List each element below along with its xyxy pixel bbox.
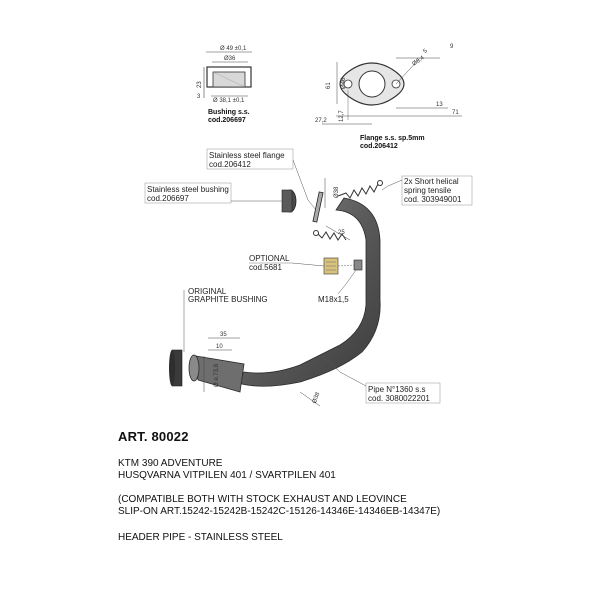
- product-line: HEADER PIPE - STAINLESS STEEL: [118, 532, 283, 543]
- model-line-1: KTM 390 ADVENTURE: [118, 458, 223, 469]
- svg-text:Stainless steel bushing: Stainless steel bushing: [147, 185, 229, 194]
- callout-optional: OPTIONAL cod.5681: [249, 254, 325, 272]
- svg-text:GRAPHITE BUSHING: GRAPHITE BUSHING: [188, 295, 268, 304]
- flange-name: Flange s.s. sp.5mm: [360, 135, 425, 142]
- dim-d738: Ø e.73,8: [214, 363, 220, 387]
- svg-text:cod.5681: cod.5681: [249, 263, 282, 272]
- bushing-height-dim: 23: [197, 81, 203, 88]
- graphite-bushing: [169, 349, 183, 387]
- svg-text:spring tensile: spring tensile: [404, 186, 452, 195]
- svg-text:OPTIONAL: OPTIONAL: [249, 254, 290, 263]
- flange-width-dim: 71: [452, 110, 459, 116]
- bushing-step-dim: 3: [197, 94, 201, 100]
- callout-flange: Stainless steel flange cod.206412: [206, 148, 317, 211]
- pipe-bushing: [281, 189, 297, 213]
- flange-holes-span-dim: 9: [450, 44, 454, 50]
- flange-hole-dim: Ø8,4: [411, 55, 426, 68]
- bushing-code: cod.206697: [208, 117, 246, 124]
- compat-line-2: SLIP-ON ART.15242-15242B-15242C-15126-14…: [118, 506, 441, 517]
- pipe-cone: [195, 355, 245, 393]
- article-number: ART. 80022: [118, 429, 189, 444]
- flange-slot-dim: 13: [436, 102, 443, 108]
- svg-text:cod.206697: cod.206697: [147, 194, 189, 203]
- compat-line-1: (COMPATIBLE BOTH WITH STOCK EXHAUST AND …: [118, 494, 407, 505]
- svg-text:cod.206412: cod.206412: [209, 160, 251, 169]
- product-description: HEADER PIPE - STAINLESS STEEL: [118, 532, 283, 544]
- svg-text:cod. 303949001: cod. 303949001: [404, 195, 462, 204]
- pipe-body: [237, 197, 381, 387]
- flange-inner-dim: Ø46: [341, 77, 347, 89]
- optional-sensor: [323, 257, 363, 275]
- dim-10: 10: [216, 344, 223, 350]
- bushing-outer-dim: Ø 49 ±0,1: [220, 46, 247, 52]
- pipe-dimensions: Ø38 25 35 10 Ø e.73,8 Ø38: [203, 178, 351, 407]
- svg-text:M18x1,5: M18x1,5: [318, 295, 349, 304]
- callout-bushing: Stainless steel bushing cod.206697: [144, 182, 282, 204]
- callout-springs: 2x Short helical spring tensile cod. 303…: [381, 175, 473, 206]
- bushing-inner-dim: Ø36: [224, 56, 236, 62]
- flange-detail: Ø8,4 5 9 61 Ø46 12,7 13 71 27,2 Flange s…: [315, 44, 462, 150]
- model-line-2: HUSQVARNA VITPILEN 401 / SVARTPILEN 401: [118, 470, 336, 481]
- dim-d38-top: Ø38: [334, 186, 340, 198]
- dim-25: 25: [338, 230, 345, 236]
- compatibility-note: (COMPATIBLE BOTH WITH STOCK EXHAUST AND …: [118, 494, 440, 518]
- flange-code: cod.206412: [360, 143, 398, 150]
- spring-upper: [337, 180, 383, 199]
- model-list: KTM 390 ADVENTURE HUSQVARNA VITPILEN 401…: [118, 458, 336, 482]
- callout-graphite: ORIGINAL GRAPHITE BUSHING: [183, 287, 268, 352]
- bushing-name: Bushing s.s.: [208, 109, 250, 116]
- flange-edge-dim: 5: [422, 48, 429, 55]
- svg-text:2x Short helical: 2x Short helical: [404, 177, 459, 186]
- flange-overall-dim: 27,2: [315, 118, 327, 124]
- svg-text:Stainless steel flange: Stainless steel flange: [209, 151, 285, 160]
- svg-text:cod. 3080022201: cod. 3080022201: [368, 394, 430, 403]
- header-pipe-assembly: [169, 180, 383, 393]
- callout-pipe: Pipe N°1360 s.s cod. 3080022201: [321, 355, 441, 404]
- bushing-bore-dim: Ø 38,1 ±0,1: [213, 98, 245, 104]
- bushing-detail: Ø 49 ±0,1 Ø36 23 3 Ø 38,1 ±0,1 Bushing s…: [197, 46, 252, 124]
- dim-35: 35: [220, 332, 227, 338]
- svg-text:ORIGINAL: ORIGINAL: [188, 287, 227, 296]
- callout-thread: M18x1,5: [318, 269, 357, 304]
- pipe-flange: [312, 191, 324, 223]
- dim-d38-bottom: Ø38: [312, 391, 322, 404]
- flange-height-dim: 61: [326, 82, 332, 89]
- svg-text:Pipe N°1360 s.s: Pipe N°1360 s.s: [368, 385, 425, 394]
